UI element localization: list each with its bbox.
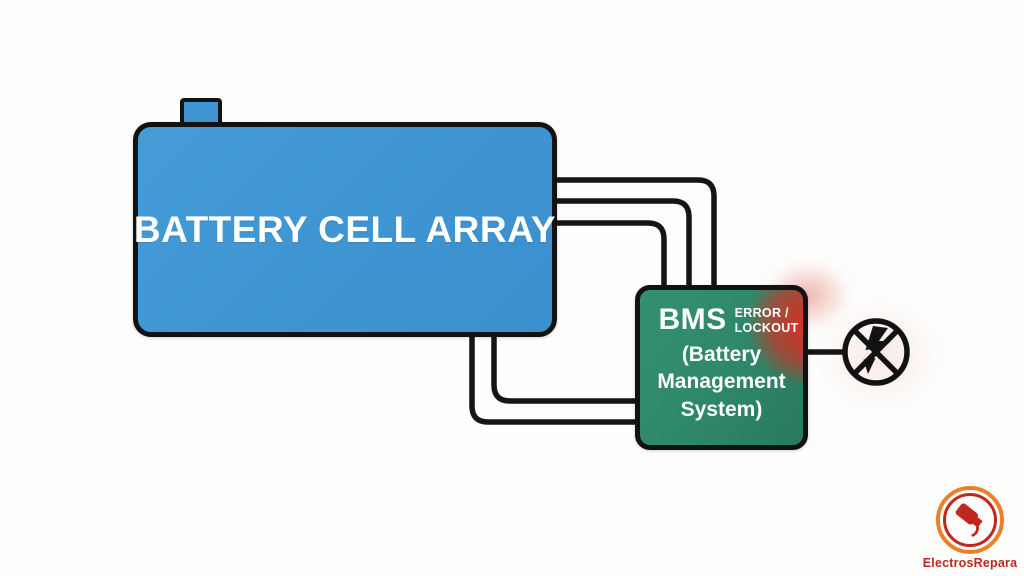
bms-subtitle: (Battery Management System) [640, 341, 803, 423]
error-lockout-badge: ERROR / LOCKOUT [735, 306, 799, 336]
wire-battery-to-bms-top-3 [552, 220, 667, 288]
prohibition-circle [842, 318, 910, 386]
wire-battery-to-bms-left-2 [469, 332, 640, 425]
bms-box: BMS ERROR / LOCKOUT (Battery Management … [635, 285, 808, 450]
bms-subtitle-line-1: (Battery [681, 343, 762, 366]
logo-text: ElectrosRepara [922, 556, 1018, 570]
bms-title-row: BMS ERROR / LOCKOUT [647, 303, 803, 336]
bms-subtitle-line-2: Management [657, 370, 786, 394]
wire-battery-to-bms-left-1 [491, 332, 640, 404]
logo-inner-ring [943, 493, 997, 547]
battery-label: BATTERY CELL ARRAY [133, 208, 557, 250]
error-line-2: LOCKOUT [734, 321, 799, 335]
bms-title: BMS [658, 303, 727, 336]
no-power-crossed-lightning-icon [842, 318, 910, 386]
wire-battery-to-bms-top-2 [552, 198, 692, 288]
lightning-bolt [863, 326, 888, 374]
repair-plug-logo-icon [955, 503, 983, 537]
battery-cell-array-box: BATTERY CELL ARRAY [133, 122, 557, 337]
logo: ElectrosRepara [922, 486, 1018, 574]
bms-subtitle-line-3: System) [680, 397, 763, 421]
logo-outer-ring [936, 486, 1004, 554]
wire-battery-to-bms-top-1 [552, 177, 717, 288]
error-line-1: ERROR / [734, 306, 789, 320]
